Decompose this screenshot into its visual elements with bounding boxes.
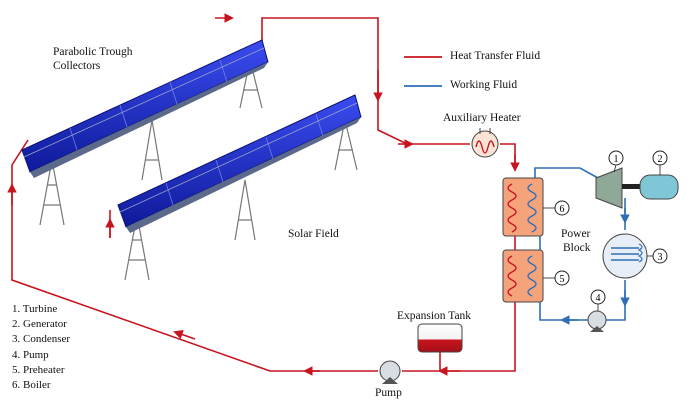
- htf-pump-icon: [379, 360, 401, 384]
- htf-loop: [7, 13, 520, 376]
- svg-text:5: 5: [560, 274, 565, 285]
- component-list: 1. Turbine 2. Generator 3. Condenser 4. …: [12, 302, 70, 393]
- svg-text:3: 3: [658, 252, 663, 263]
- svg-text:2: 2: [658, 154, 663, 165]
- auxiliary-heater-icon: [471, 128, 499, 158]
- marker-1: 1: [608, 150, 624, 166]
- wf-pump-to-preheater: [539, 302, 588, 321]
- collectors-label-line2: Collectors: [53, 60, 101, 72]
- expansion-tank-label: Expansion Tank: [397, 310, 472, 322]
- expansion-tank-icon: [417, 323, 463, 353]
- svg-text:4: 4: [596, 293, 601, 304]
- solar-field-label: Solar Field: [288, 228, 339, 240]
- legend-wf-label: Working Fluid: [450, 79, 518, 91]
- component-item: 6. Boiler: [12, 379, 51, 392]
- boiler-icon: [502, 177, 544, 237]
- marker-2: 2: [652, 150, 668, 166]
- collector-row-front: [117, 94, 362, 281]
- condenser-icon: [602, 233, 648, 279]
- auxiliary-heater-label: Auxiliary Heater: [443, 112, 521, 124]
- marker-5: 5: [554, 270, 570, 286]
- htf-to-boiler: [500, 143, 516, 170]
- component-item: 1. Turbine: [12, 303, 58, 315]
- pump-label: Pump: [375, 387, 402, 399]
- svg-text:1: 1: [614, 154, 619, 165]
- htf-arrow-return3: [173, 330, 196, 340]
- wf-condenser-to-pump: [606, 280, 626, 321]
- svg-text:6: 6: [560, 204, 565, 215]
- wf-pump-icon: [587, 310, 607, 332]
- power-block-label-line1: Power: [561, 228, 591, 240]
- power-block-label-line2: Block: [563, 242, 591, 254]
- turbine-icon: [595, 167, 623, 209]
- component-item: 5. Preheater: [12, 363, 65, 376]
- marker-4: 4: [590, 289, 606, 305]
- generator-icon: [639, 174, 679, 200]
- component-item: 3. Condenser: [12, 333, 71, 346]
- marker-6: 6: [554, 200, 570, 216]
- collectors-label-line1: Parabolic Trough: [53, 46, 133, 58]
- component-item: 2. Generator: [12, 318, 67, 331]
- component-item: 4. Pump: [12, 348, 49, 361]
- wf-boiler-to-turbine: [534, 167, 599, 179]
- turbine-shaft: [622, 184, 640, 189]
- working-fluid-loop: [534, 167, 630, 325]
- legend-htf-label: Heat Transfer Fluid: [450, 50, 541, 62]
- preheater-icon: [502, 249, 544, 303]
- collector-row-back: [21, 39, 269, 226]
- marker-3: 3: [652, 248, 668, 264]
